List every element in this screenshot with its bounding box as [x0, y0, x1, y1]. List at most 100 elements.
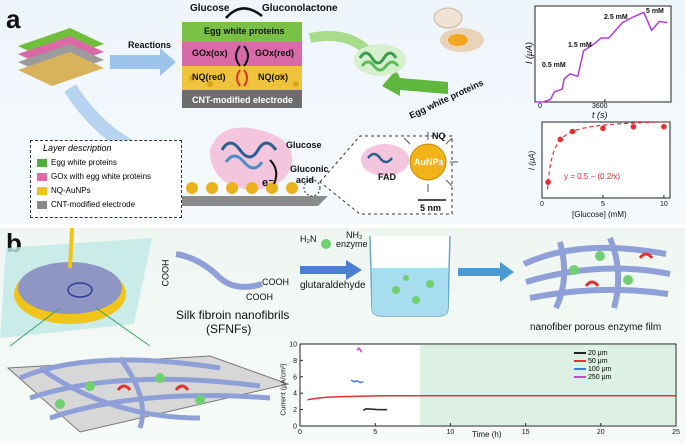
cal-xtick-label-0: 0	[540, 201, 544, 208]
h2n-label: H₂N	[300, 234, 317, 244]
trace-series-line	[535, 11, 668, 103]
trace-ylabel: I (μA)	[523, 42, 534, 64]
stability-legend: 20 μm 50 μm 100 μm 250 μm	[574, 350, 611, 382]
stability-legend-item-1: 50 μm	[574, 358, 611, 366]
legend-item-2: NQ-AuNPs	[37, 186, 91, 195]
beaker	[369, 235, 451, 317]
egg-illustration	[433, 7, 484, 52]
gox-layer	[182, 42, 302, 66]
enzyme-label: enzyme	[336, 239, 368, 249]
glucose-top-label: Glucose	[190, 3, 230, 14]
reactions-label: Reactions	[128, 40, 172, 50]
legend-swatch-0	[37, 158, 47, 167]
cooh-label-2: COOH	[262, 277, 289, 287]
stability-ytick-label-4: 8	[293, 358, 297, 365]
trace-xtick-1: 3600	[592, 103, 608, 110]
calibration-chart: 0 5 10	[540, 121, 671, 208]
cal-xtick-label-1: 5	[601, 201, 605, 208]
porous-film-enzymes	[569, 251, 654, 287]
stability-xtick-label-5: 25	[672, 429, 680, 436]
nh2-label: NH₂	[346, 230, 363, 240]
redox-arrow-3	[236, 69, 241, 87]
legend-label-2: NQ-AuNPs	[51, 186, 91, 195]
film-arrow	[458, 262, 514, 282]
gold-dots	[189, 73, 299, 87]
acid-label: acid	[296, 175, 315, 185]
redox-arrow-4	[243, 69, 248, 87]
nq-ox-label: NQ(ox)	[258, 72, 288, 82]
stability-legend-item-3: 250 μm	[574, 374, 611, 382]
cal-xtick-label-2: 10	[660, 201, 668, 208]
stability-xlabel: Time (h)	[472, 430, 502, 439]
scale-bar-label: 5 nm	[420, 203, 442, 213]
glutaraldehyde-arrow	[300, 260, 362, 280]
zoom-circle	[67, 282, 93, 298]
legend-swatch-1	[37, 172, 47, 181]
patch-lead	[68, 228, 74, 269]
trace-annot-0: 0.5 mM	[542, 62, 566, 69]
patch-fiber-mat	[18, 262, 122, 314]
stability-legend-item-2: 100 μm	[574, 366, 611, 374]
porous-film-label: nanofiber porous enzyme film	[530, 322, 662, 333]
trace-xlabel: t (s)	[592, 110, 608, 120]
cal-point-0	[545, 179, 551, 185]
stability-ylabel: Current (μA/cm²)	[280, 363, 288, 416]
glucose-arrow	[225, 7, 263, 19]
trace-annot-1: 1.5 mM	[568, 42, 592, 49]
stability-series-1	[307, 394, 676, 401]
glutaraldehyde-label: glutaraldehyde	[300, 280, 366, 291]
stability-ytick-label-2: 4	[293, 391, 297, 398]
redox-arrow-1	[235, 45, 241, 67]
stability-legend-label-2: 100 μm	[587, 366, 612, 373]
protein-structure	[354, 44, 406, 76]
legend-label-3: CNT-modified electrode	[51, 200, 136, 209]
gluconic-label: Gluconic	[290, 164, 329, 174]
cnt-electrode-label: CNT-modified electrode	[192, 95, 294, 105]
panel-a-letter: a	[6, 4, 21, 34]
stability-xtick-label-2: 10	[447, 429, 455, 436]
stability-ytick-label-5: 10	[289, 342, 297, 349]
enzyme-sphere	[321, 239, 331, 249]
stability-ytick-label-0: 0	[293, 424, 297, 431]
stability-series-3	[356, 346, 363, 353]
redox-arrow-2	[243, 45, 249, 67]
gox-ox-label: GOx(ox)	[192, 48, 228, 58]
stability-chart-shade	[420, 345, 675, 425]
trace-annot-3: 5 mM	[646, 8, 664, 15]
legend-label-0: Egg white proteins	[51, 158, 117, 167]
sfnf-fiber	[175, 251, 263, 290]
layer-legend: Layer description Egg white proteins GOx…	[30, 140, 182, 218]
legend-item-0: Egg white proteins	[37, 158, 117, 167]
aunp-zoom	[361, 132, 458, 201]
trace-annot-2: 2.5 mM	[604, 14, 628, 21]
cal-point-5	[661, 123, 667, 130]
stability-series-0	[362, 408, 388, 412]
network-enzymes	[55, 373, 205, 409]
cooh-label-1: COOH	[160, 259, 171, 287]
trace-xtick-0: 0	[538, 103, 542, 110]
trace-chart	[534, 5, 672, 103]
stability-xtick-label-0: 0	[298, 429, 302, 436]
cal-point-1	[557, 136, 564, 143]
stability-ytick-label-1: 2	[293, 407, 297, 414]
zoom-line-2	[95, 307, 151, 347]
electron-label: e⁻	[262, 177, 274, 189]
sfnf-label-line1: Silk fibroin nanofibrils	[176, 308, 290, 322]
calibration-chart-frame	[541, 121, 671, 199]
aunps-label: AuNPs	[414, 157, 444, 167]
film-layer-tan	[18, 52, 104, 86]
reactions-arrow	[110, 48, 176, 76]
legend-item-3: CNT-modified electrode	[37, 200, 135, 209]
cal-ylabel: I (μA)	[527, 150, 537, 171]
legend-swatch-2	[37, 186, 47, 195]
enzyme-electrode	[170, 127, 328, 206]
sfnf-label-line2: (SFNFs)	[206, 322, 252, 336]
nq-red-label: NQ(red)	[192, 72, 226, 82]
stability-xtick-label-3: 15	[522, 429, 530, 436]
zoom-line-1	[9, 307, 61, 347]
fit-curve	[546, 121, 669, 190]
nq-label: NQ	[432, 131, 446, 141]
legend-label-1: GOx with egg white proteins	[51, 172, 152, 181]
legend-swatch-3	[37, 200, 47, 209]
